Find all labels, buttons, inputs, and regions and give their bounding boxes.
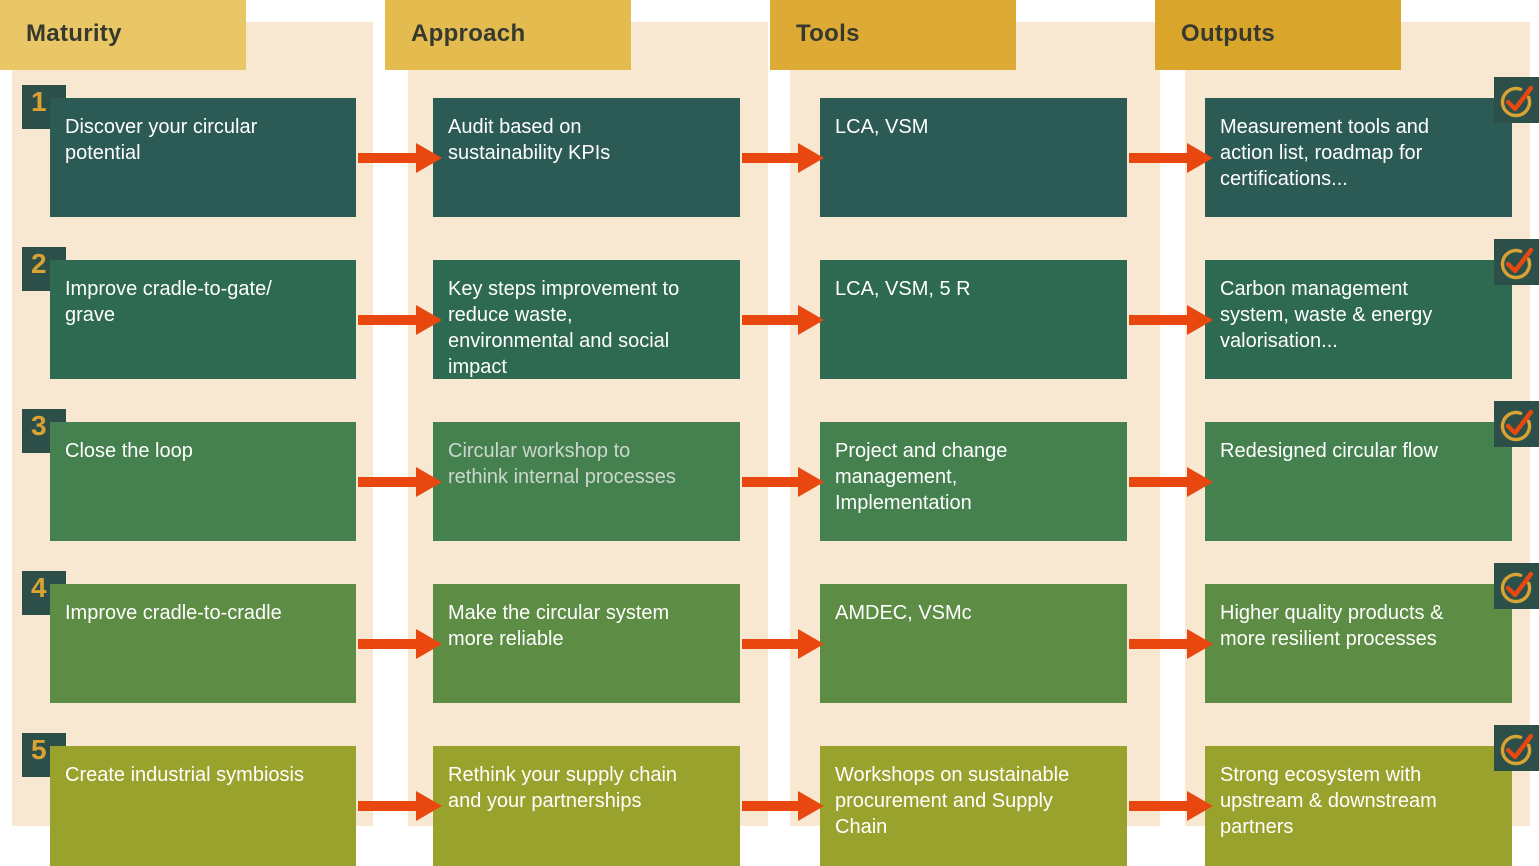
cell-row3-outputs: Redesigned circular flow (1205, 422, 1512, 541)
cell-row4-tools: AMDEC, VSMc (820, 584, 1127, 703)
flow-arrow (1129, 467, 1213, 497)
column-header-tools: Tools (770, 0, 1016, 70)
check-circle-icon (1494, 563, 1539, 609)
cell-row5-maturity: Create industrial symbiosis (50, 746, 356, 866)
check-circle-icon (1494, 77, 1539, 123)
flow-arrow (358, 791, 442, 821)
cell-row2-outputs: Carbon management system, waste & energy… (1205, 260, 1512, 379)
flow-arrow (742, 305, 824, 335)
flow-arrow (1129, 143, 1213, 173)
flow-arrow (742, 629, 824, 659)
column-header-maturity: Maturity (0, 0, 246, 70)
cell-row3-approach: Circular workshop to rethink internal pr… (433, 422, 740, 541)
flow-arrow (742, 467, 824, 497)
cell-row5-outputs: Strong ecosystem with upstream & downstr… (1205, 746, 1512, 866)
cell-row1-tools: LCA, VSM (820, 98, 1127, 217)
flow-arrow (358, 629, 442, 659)
cell-row4-outputs: Higher quality products & more resilient… (1205, 584, 1512, 703)
flow-arrow (358, 143, 442, 173)
cell-row5-approach: Rethink your supply chain and your partn… (433, 746, 740, 866)
flow-arrow (1129, 791, 1213, 821)
cell-row4-approach: Make the circular system more reliable (433, 584, 740, 703)
flow-arrow (742, 143, 824, 173)
column-header-approach: Approach (385, 0, 631, 70)
cell-row4-maturity: Improve cradle-to-cradle (50, 584, 356, 703)
flow-arrow (1129, 305, 1213, 335)
flow-arrow (358, 467, 442, 497)
check-circle-icon (1494, 725, 1539, 771)
cell-row1-maturity: Discover your circular potential (50, 98, 356, 217)
cell-row1-outputs: Measurement tools and action list, roadm… (1205, 98, 1512, 217)
cell-row5-tools: Workshops on sustainable procurement and… (820, 746, 1127, 866)
cell-row2-maturity: Improve cradle-to-gate/ grave (50, 260, 356, 379)
cell-row2-tools: LCA, VSM, 5 R (820, 260, 1127, 379)
flow-arrow (358, 305, 442, 335)
cell-row2-approach: Key steps improvement to reduce waste, e… (433, 260, 740, 379)
cell-row3-tools: Project and change management, Implement… (820, 422, 1127, 541)
check-circle-icon (1494, 239, 1539, 285)
flow-arrow (1129, 629, 1213, 659)
column-header-outputs: Outputs (1155, 0, 1401, 70)
flow-arrow (742, 791, 824, 821)
check-circle-icon (1494, 401, 1539, 447)
cell-row3-maturity: Close the loop (50, 422, 356, 541)
cell-row1-approach: Audit based on sustainability KPIs (433, 98, 740, 217)
